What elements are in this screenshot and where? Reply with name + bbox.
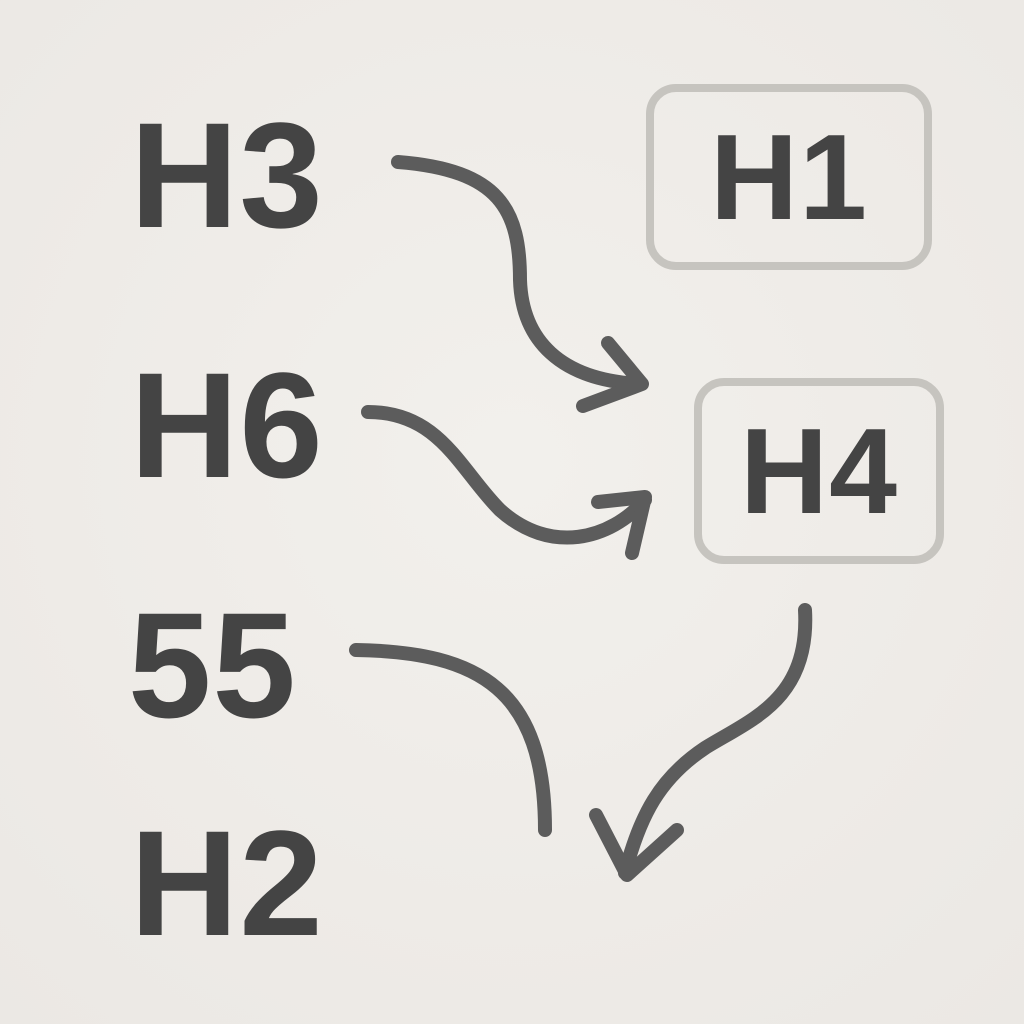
label-h6: H6 bbox=[130, 341, 324, 509]
arrowhead-h6-to-h4 bbox=[591, 490, 652, 560]
arrowhead-h3-to-h4 bbox=[576, 336, 649, 413]
arrow-h6-to-h4 bbox=[361, 405, 652, 545]
node-box-h1: H1 bbox=[646, 84, 932, 270]
arrow-h4-down bbox=[618, 603, 813, 880]
label-h2: H2 bbox=[130, 799, 324, 967]
label-h3: H3 bbox=[130, 91, 324, 259]
arrowhead-h4-down bbox=[589, 808, 684, 882]
node-box-h4: H4 bbox=[694, 378, 944, 564]
arrow-55-down bbox=[349, 643, 552, 837]
node-label-h1: H1 bbox=[710, 109, 868, 245]
label-55: 55 bbox=[128, 581, 297, 749]
node-label-h4: H4 bbox=[740, 403, 898, 539]
arrow-h3-to-h4 bbox=[391, 155, 647, 391]
